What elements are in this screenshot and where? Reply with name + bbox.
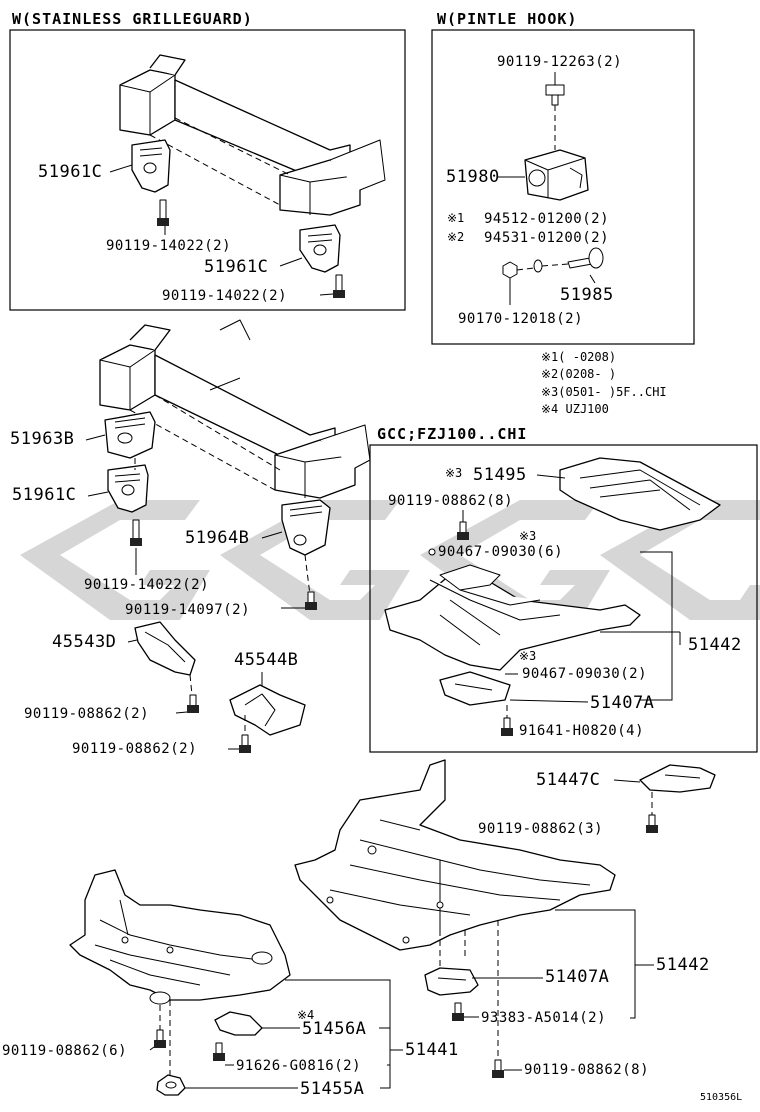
label-93383-a5014: 93383-A5014(2)	[481, 1010, 606, 1026]
bolt-icon	[154, 1029, 166, 1048]
bolt-icon	[333, 274, 345, 298]
pintle-mark-2: ※2	[447, 230, 464, 244]
gcc-label-4: 51442	[688, 635, 742, 655]
pintle-label-4: 94531-01200(2)	[484, 230, 609, 246]
gcc-box: GCC;FZJ100..CHI ※3 51495 90119-08862(8) …	[369, 425, 758, 753]
gcc-frame	[369, 444, 758, 753]
label-45544b: 45544B	[234, 650, 298, 670]
bracket-51456a	[214, 1011, 263, 1036]
bolt-icon	[646, 814, 658, 833]
pintle-label-6: 90170-12018(2)	[458, 311, 583, 327]
bolt-icon	[452, 1002, 464, 1021]
bracket-45544b	[229, 684, 306, 736]
pintle-mark-1: ※1	[447, 211, 464, 225]
bracket-51447c	[639, 764, 716, 793]
label-51447c: 51447C	[536, 770, 600, 790]
pintle-label-1: 90119-12263(2)	[497, 54, 622, 70]
bracket-51407a-gcc	[439, 671, 511, 706]
pintle-frame	[431, 29, 695, 345]
bolt-icon	[545, 84, 565, 106]
label-51961c-middle: 51961C	[12, 485, 76, 505]
nut-icon	[502, 261, 518, 279]
bracket-51961c-middle	[107, 464, 149, 513]
grommet-icon	[156, 1074, 186, 1096]
tow-hook-bracket-upper	[131, 139, 171, 193]
label-90119-14022-middle: 90119-14022(2)	[84, 577, 209, 593]
grilleguard-title: W(STAINLESS GRILLEGUARD)	[12, 10, 253, 28]
grilleguard-label-1: 51961C	[38, 162, 102, 182]
gcc-label-1: 51495	[473, 465, 527, 485]
bolt-icon	[492, 1059, 504, 1078]
grilleguard-label-3: 51961C	[204, 257, 268, 277]
washer-icon	[533, 259, 543, 273]
grilleguard-frame	[9, 29, 406, 311]
label-51963b: 51963B	[10, 429, 74, 449]
note-2: ※2(0208- )	[541, 367, 616, 381]
label-51441: 51441	[405, 1040, 459, 1060]
bolt-icon	[305, 591, 317, 610]
bolt-icon	[239, 734, 251, 753]
under-cover-51442	[294, 759, 616, 951]
bracket-51963b	[104, 411, 156, 459]
label-90119-08862-3: 90119-08862(3)	[478, 821, 603, 837]
skid-plate-51495	[559, 457, 721, 531]
bracket-51407a-bottom	[424, 967, 479, 996]
pintle-box: W(PINTLE HOOK) 90119-12263(2) 51980 ※1 9…	[431, 10, 695, 345]
bolt-icon	[187, 694, 199, 713]
under-cover-51442-gcc	[384, 564, 641, 671]
bracket-45543d	[134, 621, 196, 676]
grilleguard-label-4: 90119-14022(2)	[162, 288, 287, 304]
pintle-label-3: 94512-01200(2)	[484, 211, 609, 227]
label-90119-08862-b: 90119-08862(2)	[72, 741, 197, 757]
label-90119-14097: 90119-14097(2)	[125, 602, 250, 618]
clip-icon	[428, 548, 436, 556]
label-51442-bottom: 51442	[656, 955, 710, 975]
gcc-label-7: 91641-H0820(4)	[519, 723, 644, 739]
label-90119-08862-8: 90119-08862(8)	[524, 1062, 649, 1078]
pin-icon	[567, 247, 604, 269]
label-51407a-bottom: 51407A	[545, 967, 609, 987]
gcc-mark-3: ※3	[519, 649, 536, 663]
pintle-label-5: 51985	[560, 285, 614, 305]
bolt-icon	[130, 519, 142, 546]
gcc-label-2: 90119-08862(8)	[388, 493, 513, 509]
label-51456a: 51456A	[302, 1019, 366, 1039]
note-1: ※1( -0208)	[541, 350, 616, 364]
label-51964b: 51964B	[185, 528, 249, 548]
frame-rail-drawing-upper	[119, 54, 386, 216]
pintle-label-2: 51980	[446, 167, 500, 187]
bolt-icon	[213, 1042, 225, 1061]
label-91626-g0816: 91626-G0816(2)	[236, 1058, 361, 1074]
gcc-mark-2: ※3	[519, 529, 536, 543]
label-45543d: 45543D	[52, 632, 116, 652]
label-90119-08862-6: 90119-08862(6)	[2, 1043, 127, 1059]
pintle-title: W(PINTLE HOOK)	[437, 10, 577, 28]
note-3: ※3(0501- )5F..CHI	[541, 385, 667, 399]
label-51455a: 51455A	[300, 1079, 364, 1099]
tow-hook-bracket-lower	[299, 224, 341, 273]
grilleguard-box: W(STAINLESS GRILLEGUARD) 51961C 90119-14…	[9, 10, 406, 311]
frame-rail-drawing-middle	[99, 319, 371, 499]
gcc-title: GCC;FZJ100..CHI	[377, 425, 527, 443]
gcc-label-6: 51407A	[590, 693, 654, 713]
grilleguard-label-2: 90119-14022(2)	[106, 238, 231, 254]
diagram-id: 510356L	[700, 1092, 742, 1103]
bracket-51964b	[281, 499, 331, 556]
gcc-label-5: 90467-09030(2)	[522, 666, 647, 682]
label-90119-08862-a: 90119-08862(2)	[24, 706, 149, 722]
bolt-icon	[501, 717, 513, 736]
gcc-mark-1: ※3	[445, 466, 462, 480]
note-4: ※4 UZJ100	[541, 402, 609, 416]
bottom-mark-4: ※4	[297, 1008, 314, 1022]
under-cover-51441	[69, 869, 291, 1005]
pintle-hook-body	[524, 149, 589, 201]
bolt-icon	[157, 199, 169, 226]
footnotes: ※1( -0208) ※2(0208- ) ※3(0501- )5F..CHI …	[541, 350, 667, 416]
gcc-label-3: 90467-09030(6)	[438, 544, 563, 560]
